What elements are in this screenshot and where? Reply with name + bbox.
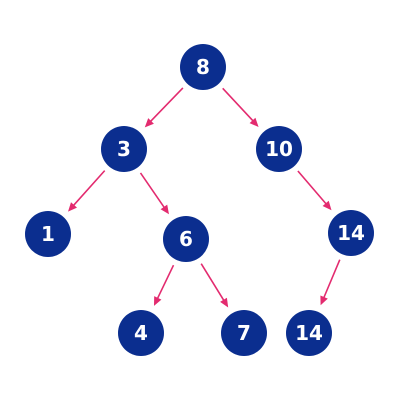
- node-circle-7: [221, 310, 267, 356]
- node-circle-1: [25, 211, 71, 257]
- tree-node-4: 4: [118, 310, 164, 356]
- arrowhead-8-10: [249, 117, 259, 127]
- edge-6-4: [156, 264, 175, 300]
- node-label-1: 1: [41, 222, 55, 246]
- edge-3-1: [72, 170, 106, 207]
- arrowhead-6-4: [154, 296, 162, 306]
- node-circle-3: [101, 126, 147, 172]
- arrowhead-8-3: [144, 118, 154, 128]
- node-label-8: 8: [196, 55, 210, 79]
- node-label-4: 4: [134, 321, 148, 345]
- node-label-7: 7: [237, 321, 251, 345]
- arrowhead-3-1: [68, 202, 77, 212]
- edge-8-3: [149, 87, 184, 123]
- tree-node-1: 1: [25, 211, 71, 257]
- node-circle-10: [256, 126, 302, 172]
- edge-6-7: [200, 263, 225, 302]
- node-label-6: 6: [179, 227, 193, 251]
- tree-node-6: 6: [163, 216, 209, 262]
- edge-10-14: [297, 170, 327, 205]
- edges-layer: [68, 87, 341, 308]
- node-circle-4: [118, 310, 164, 356]
- edge-14-14: [322, 259, 341, 299]
- tree-node-10: 10: [256, 126, 302, 172]
- node-circle-8: [180, 44, 226, 90]
- node-label-14-right: 14: [337, 221, 365, 245]
- tree-node-14-bottom: 14: [286, 310, 332, 356]
- node-label-10: 10: [265, 137, 293, 161]
- edge-3-6: [139, 172, 166, 209]
- arrowhead-6-7: [220, 297, 229, 308]
- node-circle-6: [163, 216, 209, 262]
- nodes-layer: 8 3 10 1 6 14 4 7: [25, 44, 374, 356]
- node-label-3: 3: [117, 137, 131, 161]
- tree-node-14-right: 14: [328, 210, 374, 256]
- tree-node-7: 7: [221, 310, 267, 356]
- edge-8-10: [222, 87, 254, 122]
- arrowhead-14-14: [320, 295, 328, 306]
- arrowhead-10-14: [322, 200, 332, 211]
- node-circle-14-bottom: [286, 310, 332, 356]
- tree-node-8: 8: [180, 44, 226, 90]
- node-circle-14-right: [328, 210, 374, 256]
- tree-node-3: 3: [101, 126, 147, 172]
- node-label-14-bottom: 14: [295, 321, 323, 345]
- arrowhead-3-6: [160, 204, 169, 215]
